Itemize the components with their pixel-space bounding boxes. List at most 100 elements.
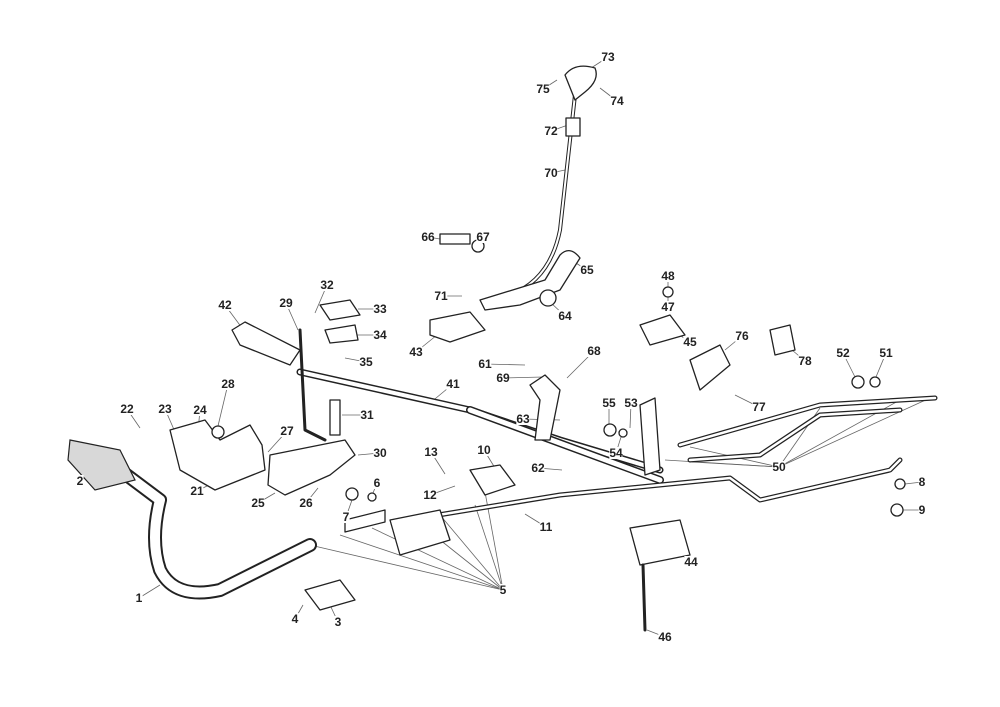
callout-1: 1 — [135, 591, 143, 605]
bushing-7 — [345, 487, 359, 501]
callout-23: 23 — [158, 402, 172, 416]
clamp-45 — [639, 314, 686, 346]
callout-45: 45 — [683, 335, 697, 349]
leader-line — [371, 527, 504, 591]
callout-28: 28 — [221, 377, 235, 391]
callout-4: 4 — [291, 612, 299, 626]
callout-42: 42 — [218, 298, 232, 312]
callout-78: 78 — [798, 354, 812, 368]
callout-24: 24 — [193, 403, 207, 417]
callout-12: 12 — [423, 488, 437, 502]
callout-33: 33 — [373, 302, 387, 316]
callout-32: 32 — [320, 278, 334, 292]
callout-71: 71 — [434, 289, 448, 303]
callout-62: 62 — [531, 461, 545, 475]
bushing-55 — [603, 423, 617, 437]
callout-46: 46 — [658, 630, 672, 644]
bracket-21 — [169, 419, 266, 491]
callout-6: 6 — [373, 476, 381, 490]
callout-27: 27 — [280, 424, 294, 438]
washer-8 — [894, 478, 906, 490]
leader-line — [778, 397, 931, 468]
callout-54: 54 — [609, 446, 623, 460]
callout-11: 11 — [539, 520, 553, 534]
callout-68: 68 — [587, 344, 601, 358]
lever-knob — [564, 65, 597, 101]
callout-67: 67 — [476, 230, 490, 244]
callout-44: 44 — [684, 555, 698, 569]
bolt-66 — [439, 233, 471, 245]
callout-74: 74 — [610, 94, 624, 108]
callout-66: 66 — [421, 230, 435, 244]
plate-3 — [304, 579, 356, 611]
bushing-52 — [851, 375, 865, 389]
callout-31: 31 — [360, 408, 374, 422]
plate-33 — [319, 299, 361, 321]
callout-52: 52 — [836, 346, 850, 360]
leader-lines — [79, 56, 931, 638]
callout-72: 72 — [544, 124, 558, 138]
spring-72 — [565, 117, 581, 137]
callout-61: 61 — [478, 357, 492, 371]
leader-line — [138, 584, 161, 599]
callout-63: 63 — [516, 412, 530, 426]
plate-53 — [639, 397, 661, 476]
gear-lever-rod — [439, 65, 597, 311]
washer-51 — [869, 376, 881, 388]
callout-34: 34 — [373, 328, 387, 342]
callout-65: 65 — [580, 263, 594, 277]
callout-30: 30 — [373, 446, 387, 460]
callout-9: 9 — [918, 503, 926, 517]
callout-50: 50 — [772, 460, 786, 474]
callout-48: 48 — [661, 269, 675, 283]
bracket-10 — [469, 464, 516, 496]
leader-line — [217, 383, 229, 427]
leader-line — [339, 534, 504, 591]
callout-3: 3 — [334, 615, 342, 629]
part-78 — [769, 324, 796, 356]
leader-line — [474, 504, 504, 591]
callout-25: 25 — [251, 496, 265, 510]
callout-2: 2 — [76, 474, 84, 488]
pedal-pad-2 — [67, 439, 136, 491]
pedal-assembly — [67, 299, 486, 611]
cover-76 — [689, 344, 731, 391]
callout-64: 64 — [558, 309, 572, 323]
callout-53: 53 — [624, 396, 638, 410]
callout-21: 21 — [190, 484, 204, 498]
bushing-28 — [211, 425, 225, 439]
callout-70: 70 — [544, 166, 558, 180]
callout-43: 43 — [409, 345, 423, 359]
callout-41: 41 — [446, 377, 460, 391]
block-44 — [629, 519, 691, 566]
spring-31 — [329, 399, 341, 436]
washer-6 — [367, 492, 377, 502]
callout-35: 35 — [359, 355, 373, 369]
callout-13: 13 — [424, 445, 438, 459]
spring-5 — [344, 509, 386, 533]
sector-63 — [529, 374, 561, 441]
callout-5: 5 — [499, 583, 507, 597]
part-43 — [429, 311, 486, 343]
leader-line — [439, 514, 504, 591]
plate-25 — [267, 439, 356, 496]
lever-bracket-65 — [479, 250, 581, 311]
leader-line — [691, 461, 780, 468]
washer-54 — [618, 428, 628, 438]
callout-10: 10 — [477, 443, 491, 457]
callout-29: 29 — [279, 296, 293, 310]
callout-55: 55 — [602, 396, 616, 410]
callout-69: 69 — [496, 371, 510, 385]
callout-22: 22 — [120, 402, 134, 416]
callout-77: 77 — [752, 400, 766, 414]
small-parts — [211, 286, 906, 632]
callout-75: 75 — [536, 82, 550, 96]
callout-51: 51 — [879, 346, 893, 360]
callout-8: 8 — [918, 475, 926, 489]
plate-34 — [324, 324, 359, 344]
callout-47: 47 — [661, 300, 675, 314]
long-rod — [417, 395, 938, 521]
callout-76: 76 — [735, 329, 749, 343]
